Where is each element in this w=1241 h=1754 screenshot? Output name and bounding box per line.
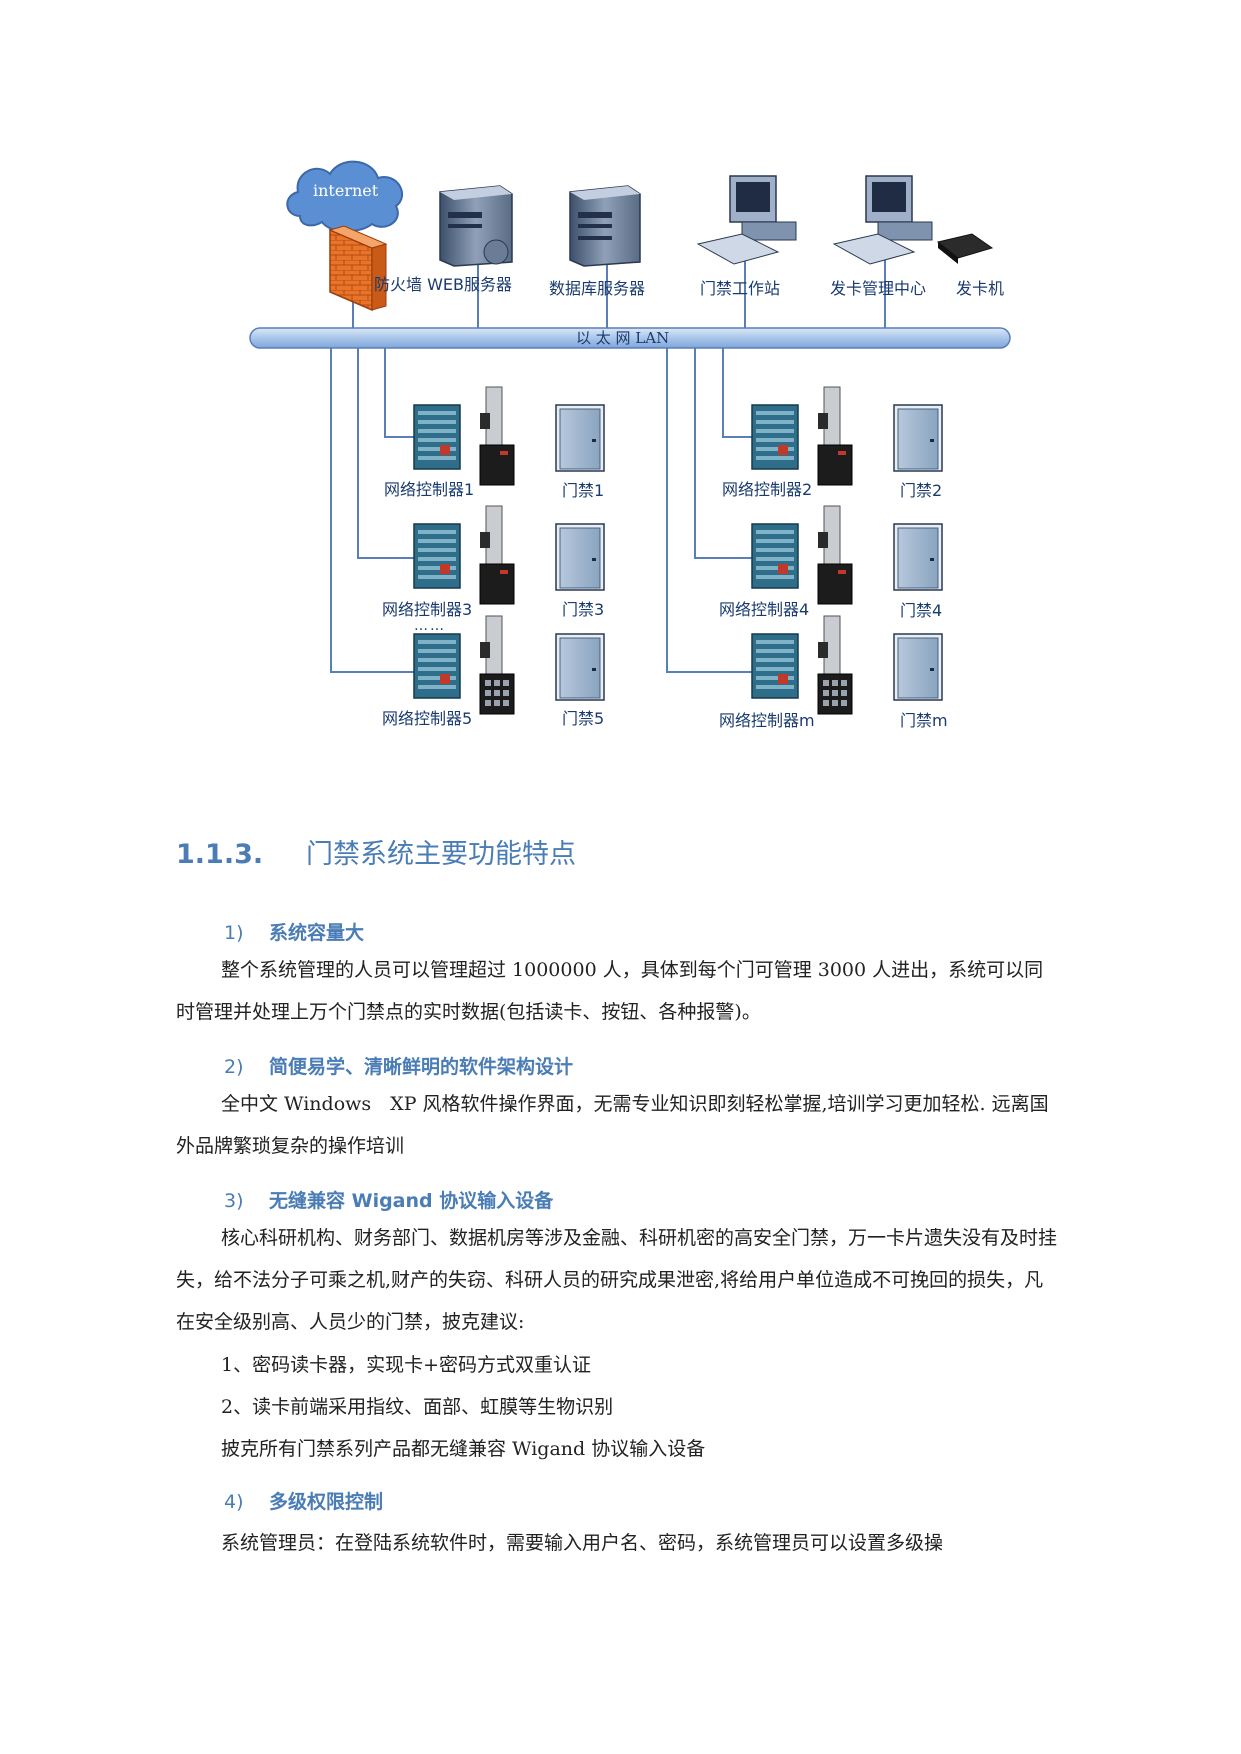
feature-number: 1) bbox=[224, 922, 244, 944]
controller-label-3: 网络控制器3 bbox=[382, 600, 472, 619]
feature-heading-3: 3) 无缝兼容 Wigand 协议输入设备 bbox=[224, 1186, 553, 1213]
lan-label: 以 太 网 LAN bbox=[576, 329, 669, 347]
db-server-label: 数据库服务器 bbox=[549, 279, 645, 298]
controller-unit bbox=[751, 615, 853, 715]
door-label-m: 门禁m bbox=[900, 711, 948, 730]
controller-label-1: 网络控制器1 bbox=[384, 480, 474, 499]
internet-cloud-icon bbox=[286, 160, 403, 233]
paragraph-wigand-tail: 披克所有门禁系列产品都无缝兼容 Wigand 协议输入设备 bbox=[221, 1438, 706, 1460]
feature-title: 多级权限控制 bbox=[269, 1491, 384, 1513]
cloud-label: internet bbox=[313, 181, 379, 200]
network-lines bbox=[330, 250, 886, 673]
paragraph-software: 全中文 Windows XP 风格软件操作界面，无需专业知识即刻轻松掌握,培训学… bbox=[176, 1093, 1049, 1157]
section-heading: 1.1.3. 门禁系统主要功能特点 bbox=[176, 832, 576, 871]
firewall-web-label: 防火墙 WEB服务器 bbox=[374, 275, 512, 294]
access-control-network-diagram: internet 防火墙 WEB服务器 bbox=[249, 160, 1011, 730]
card-reader-icon bbox=[479, 444, 515, 486]
door-label-2: 门禁2 bbox=[900, 481, 942, 500]
card-issuer-label: 发卡机 bbox=[956, 279, 1004, 298]
workstation-label: 门禁工作站 bbox=[700, 279, 780, 298]
ellipsis-dots: …… bbox=[414, 618, 446, 634]
card-reader-icon bbox=[817, 563, 853, 605]
feature-title: 系统容量大 bbox=[269, 922, 365, 944]
door-label-4: 门禁4 bbox=[900, 601, 942, 620]
controller-label-m: 网络控制器m bbox=[719, 711, 815, 730]
firewall-icon bbox=[328, 225, 388, 312]
list-item-1: 1、密码读卡器，实现卡+密码方式双重认证 bbox=[221, 1354, 592, 1376]
feature-number: 3) bbox=[224, 1190, 244, 1212]
controller-group bbox=[413, 386, 853, 715]
feature-title: 简便易学、清晰鲜明的软件架构设计 bbox=[269, 1056, 574, 1078]
controller-label-4: 网络控制器4 bbox=[719, 600, 809, 619]
feature-heading-2: 2) 简便易学、清晰鲜明的软件架构设计 bbox=[224, 1052, 573, 1079]
controller-unit bbox=[751, 386, 853, 486]
door-label-3: 门禁3 bbox=[562, 600, 604, 619]
card-center-computer-icon bbox=[832, 175, 933, 265]
card-reader-icon bbox=[817, 444, 853, 486]
door-icon bbox=[893, 523, 943, 591]
door-label-5: 门禁5 bbox=[562, 709, 604, 728]
door-icon bbox=[893, 404, 943, 472]
card-center-label: 发卡管理中心 bbox=[830, 279, 926, 298]
lan-bus bbox=[249, 327, 1011, 349]
door-group bbox=[555, 404, 943, 701]
feature-heading-1: 1) 系统容量大 bbox=[224, 918, 364, 945]
door-icon bbox=[893, 633, 943, 701]
database-server-icon bbox=[569, 185, 641, 267]
controller-unit bbox=[413, 615, 515, 715]
paragraph-permissions: 系统管理员：在登陆系统软件时，需要输入用户名、密码，系统管理员可以设置多级操 bbox=[221, 1532, 944, 1554]
door-icon bbox=[555, 523, 605, 591]
card-issuer-icon bbox=[936, 233, 994, 264]
section-title: 门禁系统主要功能特点 bbox=[306, 839, 576, 870]
workstation-icon bbox=[696, 175, 797, 265]
door-label-1: 门禁1 bbox=[562, 481, 604, 500]
feature-number: 2) bbox=[224, 1056, 244, 1078]
controller-label-2: 网络控制器2 bbox=[722, 480, 812, 499]
controller-label-5: 网络控制器5 bbox=[382, 709, 472, 728]
door-icon bbox=[555, 404, 605, 472]
door-icon bbox=[555, 633, 605, 701]
list-item-2: 2、读卡前端采用指纹、面部、虹膜等生物识别 bbox=[221, 1396, 614, 1418]
controller-unit bbox=[413, 505, 515, 605]
feature-title: 无缝兼容 Wigand 协议输入设备 bbox=[269, 1190, 554, 1212]
feature-heading-4: 4) 多级权限控制 bbox=[224, 1487, 383, 1514]
section-number: 1.1.3. bbox=[176, 839, 264, 870]
card-reader-icon bbox=[479, 563, 515, 605]
controller-unit bbox=[413, 386, 515, 486]
paragraph-capacity: 整个系统管理的人员可以管理超过 1000000 人，具体到每个门可管理 3000… bbox=[176, 959, 1044, 1023]
feature-number: 4) bbox=[224, 1491, 244, 1513]
controller-unit bbox=[751, 505, 853, 605]
paragraph-wigand: 核心科研机构、财务部门、数据机房等涉及金融、科研机密的高安全门禁，万一卡片遗失没… bbox=[176, 1227, 1058, 1333]
web-server-icon bbox=[439, 185, 513, 267]
